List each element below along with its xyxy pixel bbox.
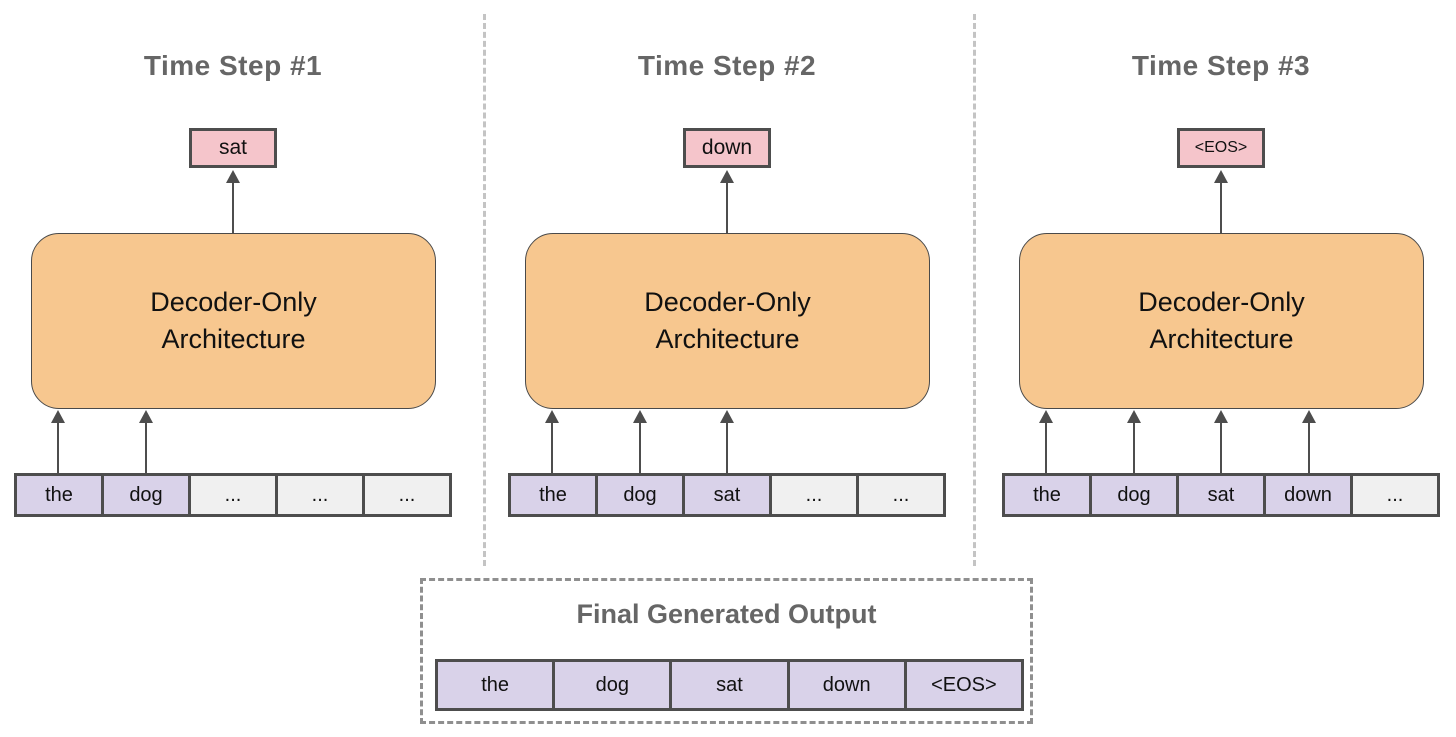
arrowhead-icon [1302,410,1316,423]
arrowhead-icon [1214,410,1228,423]
predicted-token-box: down [683,128,771,168]
arrowhead-icon [1127,410,1141,423]
arrowhead-icon [545,410,559,423]
token-cell: ... [1350,476,1437,514]
predicted-token-box: <EOS> [1177,128,1265,168]
token-cell: the [511,476,595,514]
arrowhead-icon [1214,170,1228,183]
arrowhead-icon [226,170,240,183]
input-arrow [1214,410,1228,473]
final-token-cell: <EOS> [903,662,1022,708]
input-arrow [1302,410,1316,473]
token-cell: dog [1089,476,1176,514]
arrowhead-icon [633,410,647,423]
output-arrow [720,170,734,233]
token-cell: ... [188,476,275,514]
final-token-cell: sat [669,662,787,708]
time-step-3-title: Time Step #3 [1131,50,1311,81]
token-cell: dog [101,476,188,514]
predicted-token-label: sat [218,136,247,159]
decoder-label-line1: Decoder-Only [644,287,811,317]
final-output-token-row: the dog sat down <EOS> [435,659,1024,711]
decoder-label-line2: Architecture [655,324,800,354]
token-cell: the [1005,476,1089,514]
input-arrow [139,410,153,473]
column-divider [483,14,486,566]
final-token-cell: the [438,662,553,708]
arrowhead-icon [720,410,734,423]
token-cell: ... [362,476,449,514]
output-arrow [1214,170,1228,233]
decoder-label-line1: Decoder-Only [150,287,317,317]
arrowhead-icon [139,410,153,423]
input-arrow [633,410,647,473]
token-cell: dog [595,476,682,514]
arrowhead-icon [720,170,734,183]
input-arrow [51,410,65,473]
input-token-row: the dog sat down ... [1002,473,1440,517]
final-token-cell: down [786,662,904,708]
time-step-1-title: Time Step #1 [143,50,323,81]
input-arrow [545,410,559,473]
input-token-row: the dog sat ... ... [508,473,946,517]
time-step-2-title: Time Step #2 [637,50,817,81]
predicted-token-label: down [701,136,753,159]
predicted-token-label: <EOS> [1194,139,1248,156]
column-divider [973,14,976,566]
decoder-box: Decoder-Only Architecture [525,233,930,409]
token-cell: ... [275,476,362,514]
decoder-label-line2: Architecture [1149,324,1294,354]
decoder-box: Decoder-Only Architecture [31,233,436,409]
token-cell: the [17,476,101,514]
input-arrow [1127,410,1141,473]
input-token-row: the dog ... ... ... [14,473,452,517]
input-arrow [720,410,734,473]
token-cell: sat [1176,476,1263,514]
token-cell: sat [682,476,769,514]
final-token-cell: dog [552,662,670,708]
arrowhead-icon [1039,410,1053,423]
token-cell: ... [856,476,943,514]
arrowhead-icon [51,410,65,423]
final-output-box: Final Generated Output the dog sat down … [420,578,1033,724]
token-cell: down [1263,476,1350,514]
decoder-label-line2: Architecture [161,324,306,354]
output-arrow [226,170,240,233]
decoder-box: Decoder-Only Architecture [1019,233,1424,409]
decoder-label-line1: Decoder-Only [1138,287,1305,317]
final-output-title: Final Generated Output [576,599,877,629]
input-arrow [1039,410,1053,473]
predicted-token-box: sat [189,128,277,168]
token-cell: ... [769,476,856,514]
